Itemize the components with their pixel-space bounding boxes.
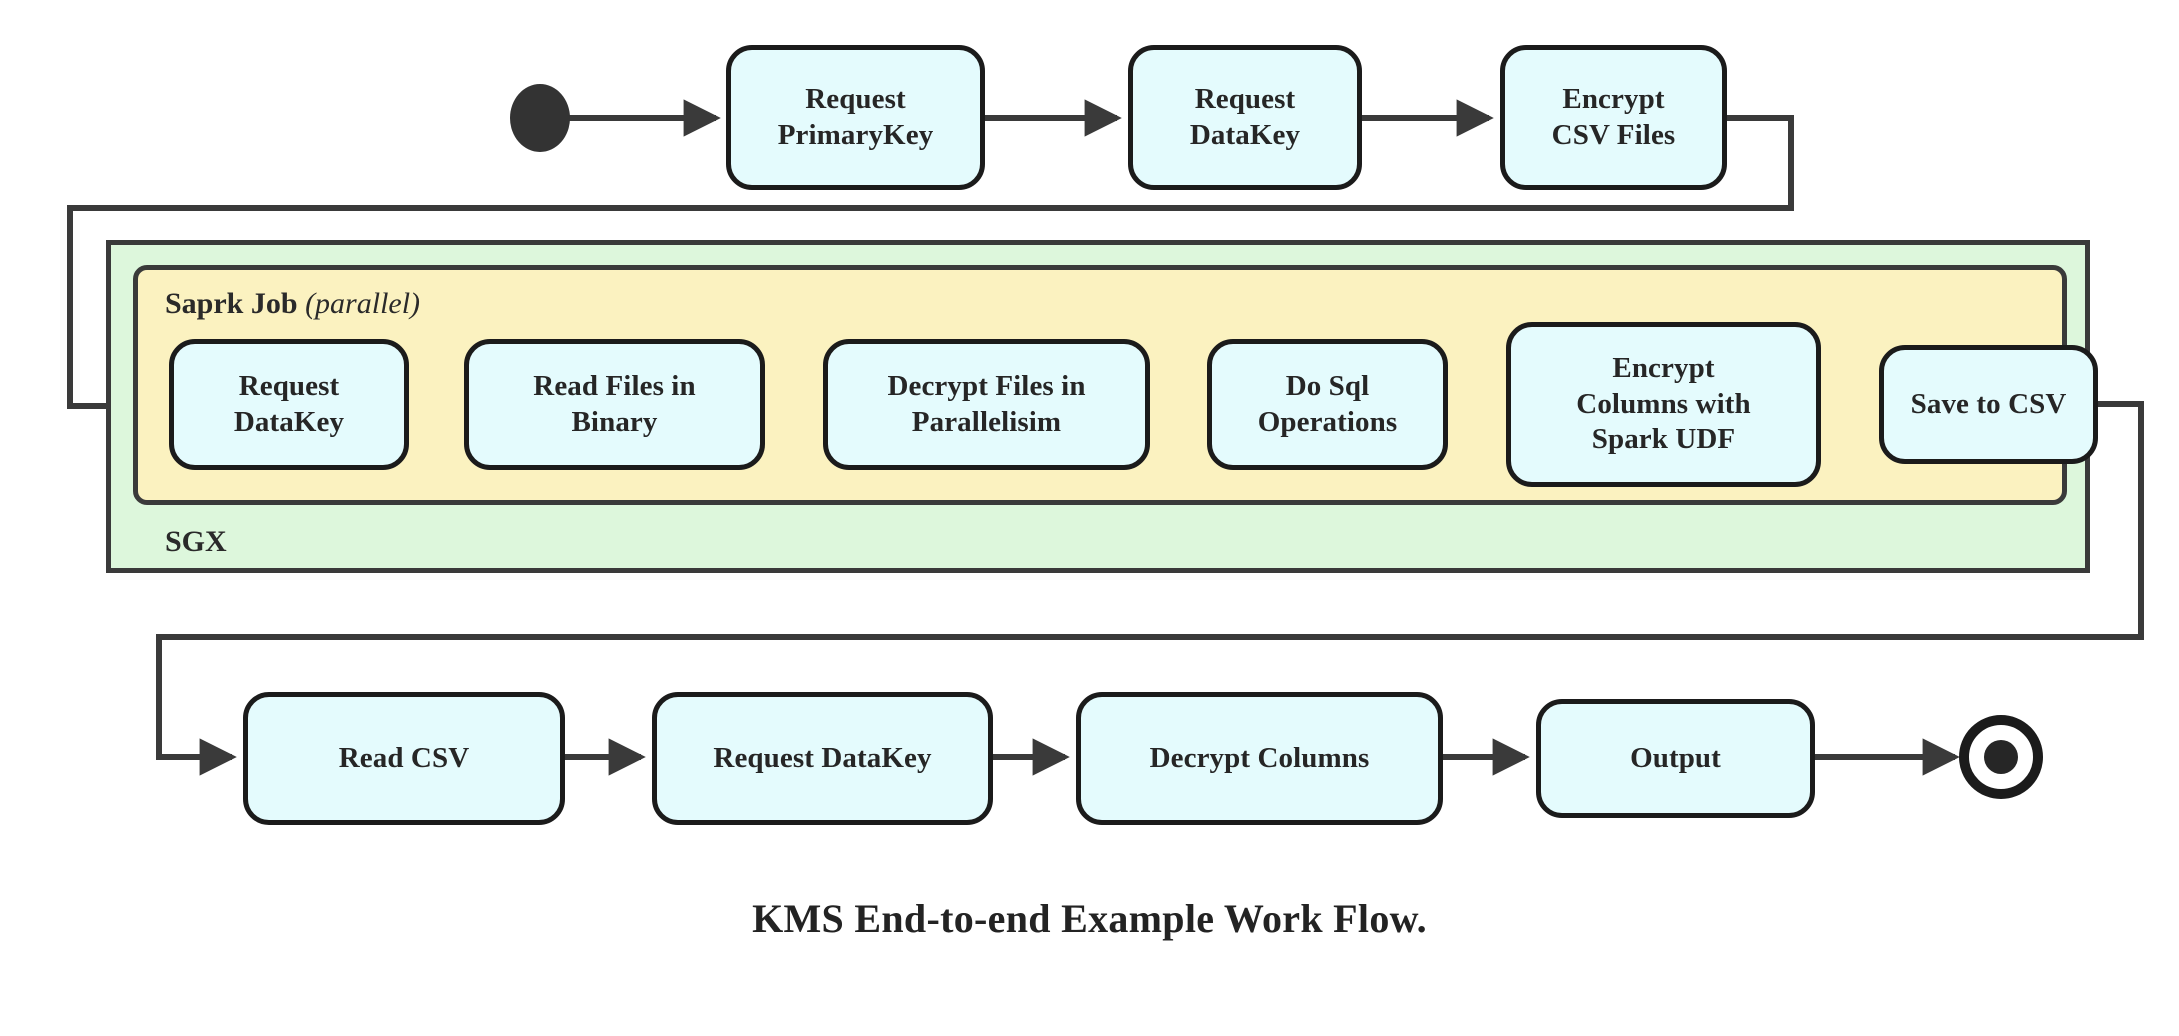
diagram-caption: KMS End-to-end Example Work Flow. [752,896,1427,941]
node-label: Request PrimaryKey [777,83,934,151]
node-label: Output [1630,741,1721,774]
node-label: Request DataKey [1189,83,1301,151]
start-node-icon [510,84,570,152]
edge-encrypt-csv-files-to-spark-request-datakey [67,115,1794,425]
node-label: Decrypt Columns [1149,741,1370,774]
node-decrypt-columns[interactable]: Decrypt Columns [1076,692,1443,825]
node-request-datakey-top[interactable]: Request DataKey [1128,45,1362,190]
node-encrypt-columns-with-spark-udf[interactable]: Encrypt Columns with Spark UDF [1506,322,1821,487]
sgx-label: SGX [165,525,227,558]
node-label: Request DataKey [713,741,932,774]
node-label: Encrypt Columns with Spark UDF [1576,352,1751,456]
node-label: Decrypt Files in Parallelisim [887,370,1086,438]
node-encrypt-csv-files[interactable]: Encrypt CSV Files [1500,45,1727,190]
node-request-primarykey[interactable]: Request PrimaryKey [726,45,985,190]
edge-save-to-csv-to-read-csv [156,401,2144,776]
node-label: Do Sql Operations [1257,370,1398,438]
node-do-sql-operations[interactable]: Do Sql Operations [1207,339,1448,470]
node-save-to-csv[interactable]: Save to CSV [1879,345,2098,464]
node-label: Save to CSV [1910,387,2067,420]
node-label: Encrypt CSV Files [1551,83,1676,151]
node-request-datakey-bottom[interactable]: Request DataKey [652,692,993,825]
node-decrypt-files-in-parallelisim[interactable]: Decrypt Files in Parallelisim [823,339,1150,470]
node-label: Read CSV [338,741,470,774]
node-label: Request DataKey [233,370,345,438]
node-output[interactable]: Output [1536,699,1815,818]
spark-job-label: Saprk Job (parallel) [165,287,420,321]
node-request-datakey-spark[interactable]: Request DataKey [169,339,409,470]
node-read-files-in-binary[interactable]: Read Files in Binary [464,339,765,470]
node-label: Read Files in Binary [533,370,696,438]
node-read-csv[interactable]: Read CSV [243,692,565,825]
end-node-icon [1959,715,2043,799]
spark-job-label-bold: Saprk Job [165,287,298,320]
spark-job-label-parallel: (parallel) [305,287,421,320]
